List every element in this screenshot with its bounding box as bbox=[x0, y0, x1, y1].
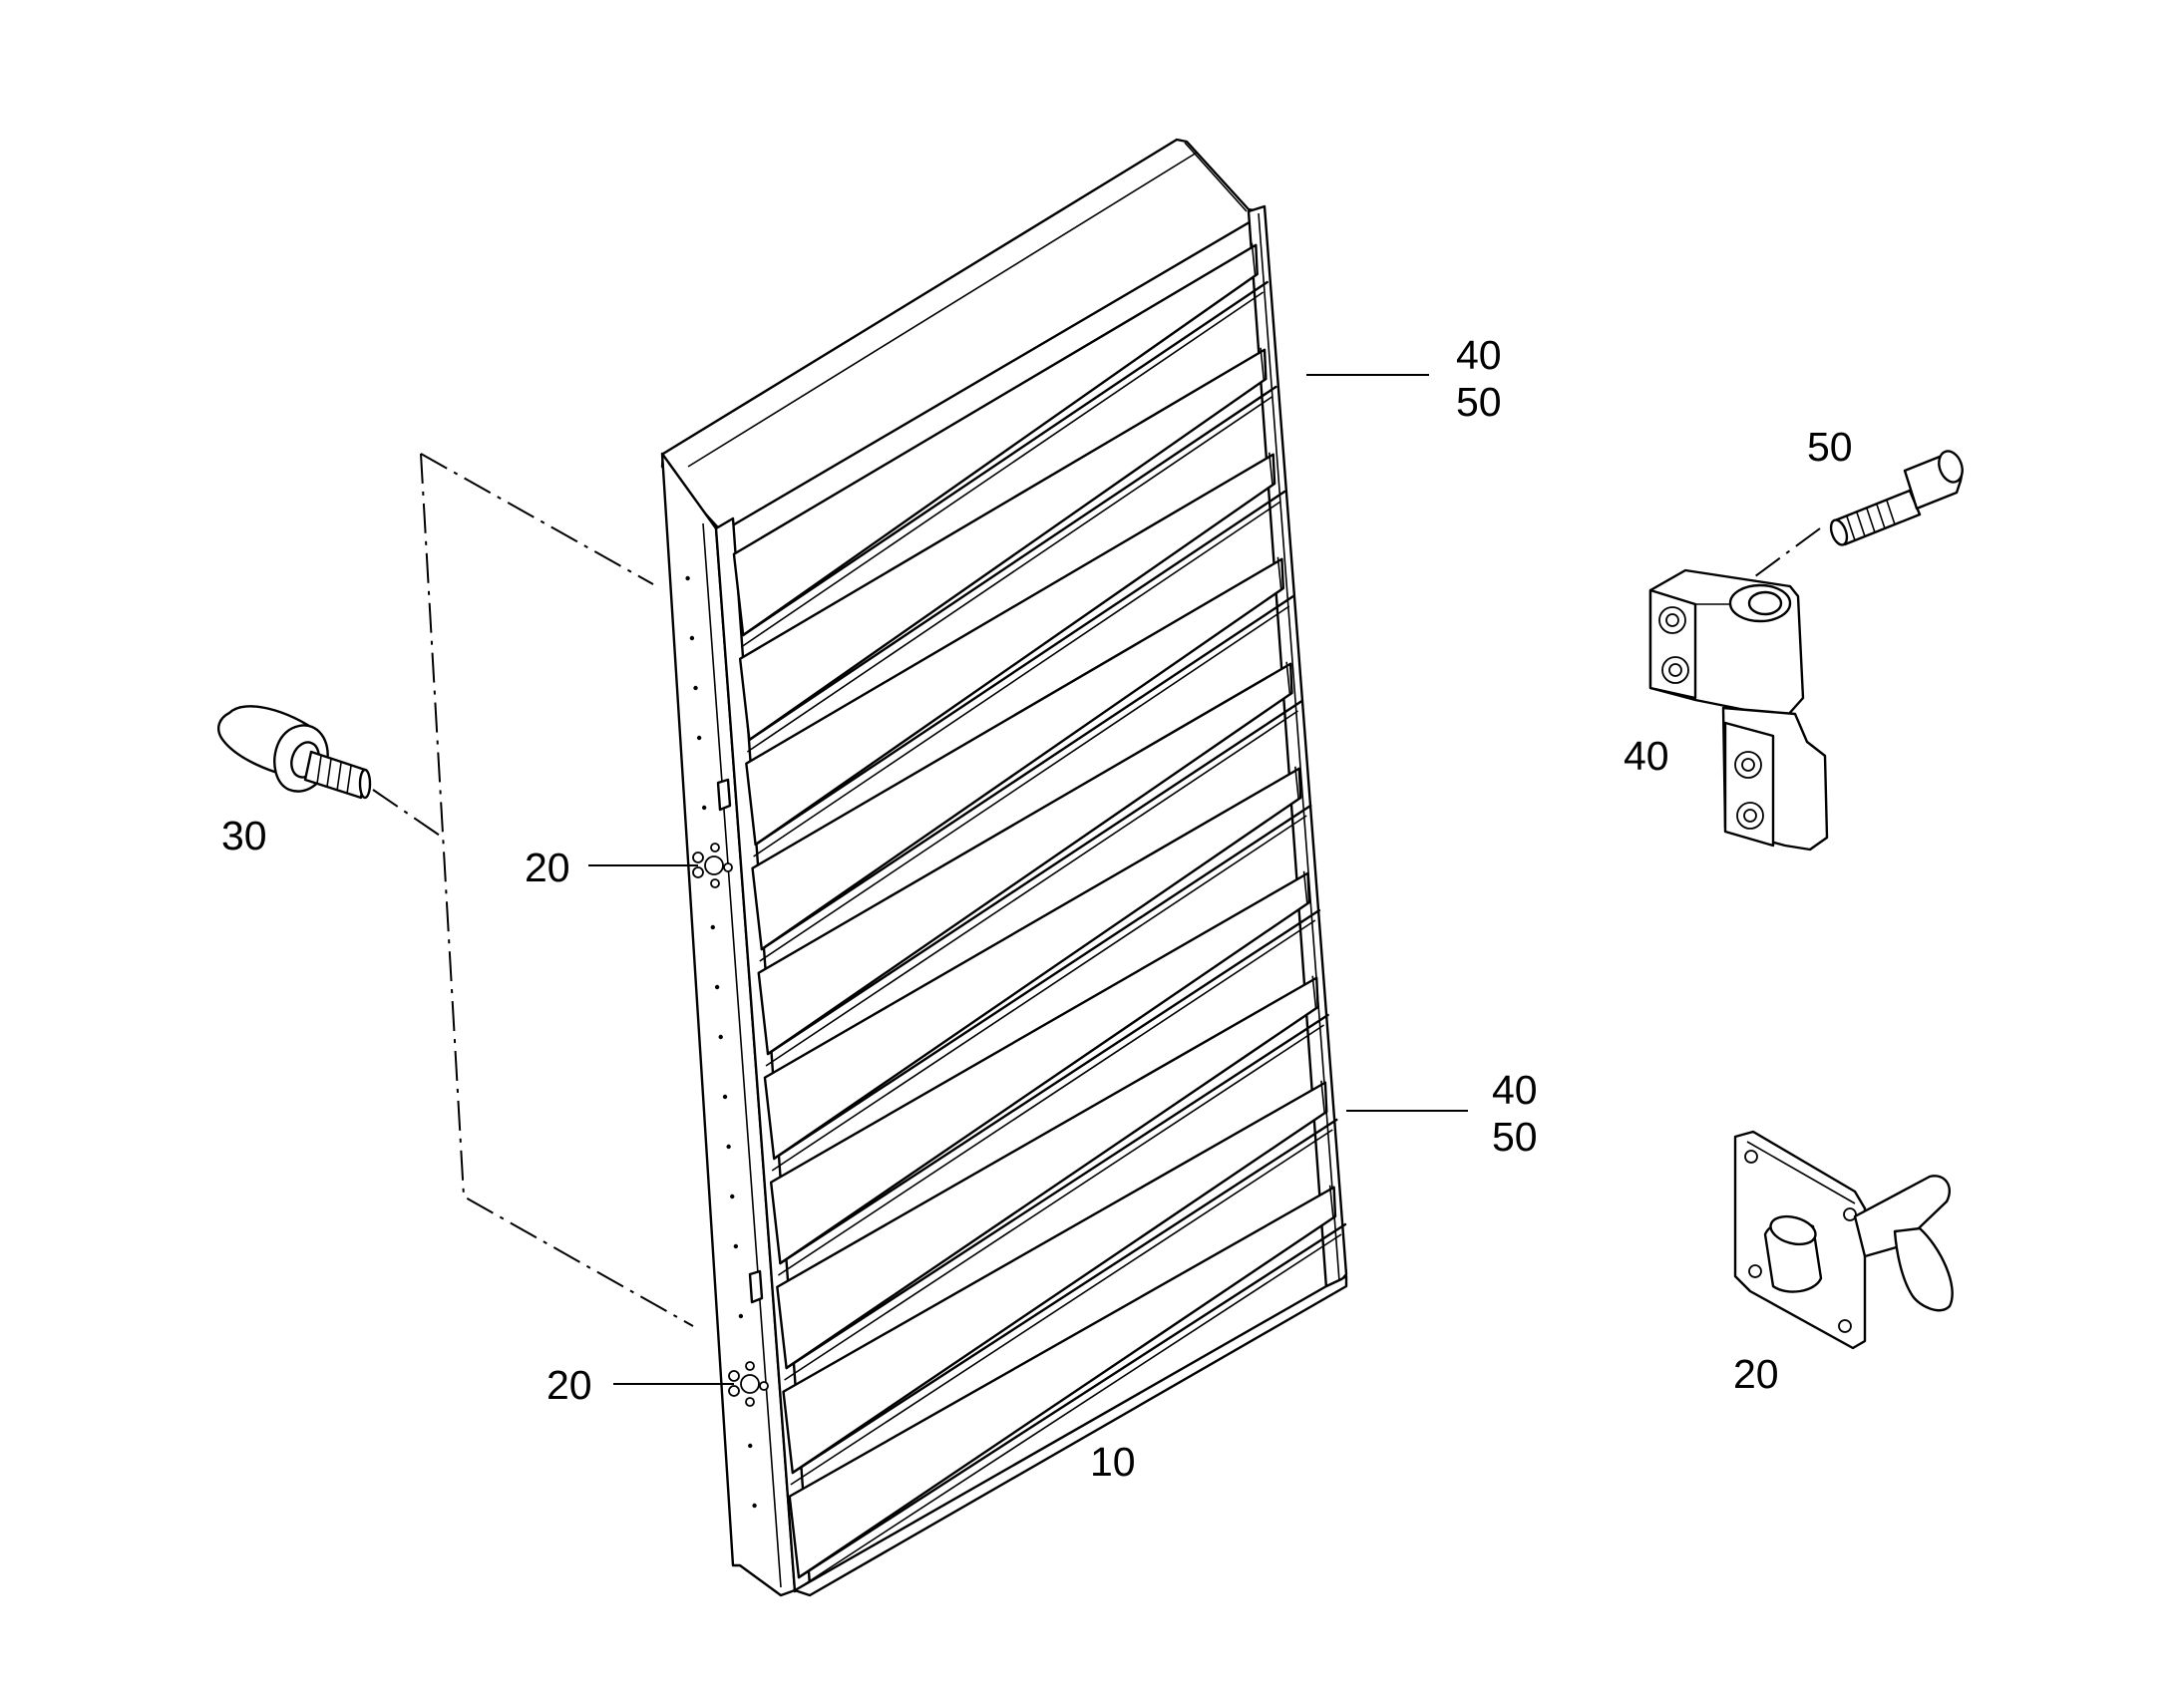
stile-hole bbox=[752, 1503, 757, 1509]
hinge-bolt bbox=[1829, 450, 1964, 546]
stile-hole bbox=[696, 735, 702, 741]
louver-blade-edge bbox=[779, 908, 1321, 1265]
callout-40-top: 40 bbox=[1456, 332, 1502, 378]
louver-blade-edge bbox=[773, 804, 1312, 1161]
louver-blade bbox=[732, 243, 1259, 637]
louver-blade-side bbox=[1320, 1080, 1326, 1115]
stile-hole bbox=[714, 984, 720, 990]
callout-20-latch: 20 bbox=[1733, 1351, 1779, 1397]
louver-blade-side bbox=[1268, 452, 1273, 487]
latch-holes-upper bbox=[692, 843, 733, 888]
louver-blade-underside bbox=[777, 919, 1316, 1276]
louver-blade-side bbox=[1260, 347, 1266, 382]
stile-hole bbox=[726, 1144, 731, 1150]
louver-blade-underside bbox=[740, 291, 1265, 648]
stile-hole bbox=[722, 1094, 728, 1100]
louver-blade-underside bbox=[753, 501, 1281, 857]
louver-blade-side bbox=[1285, 661, 1291, 696]
louver-blade-side bbox=[1276, 556, 1282, 591]
louver-blade-underside bbox=[796, 1233, 1342, 1590]
louver-blade-side bbox=[1311, 975, 1317, 1010]
stile-hole bbox=[701, 805, 707, 811]
louver-blade-underside bbox=[765, 710, 1298, 1067]
callout-50-bolt: 50 bbox=[1807, 424, 1853, 470]
stile-holes bbox=[685, 575, 757, 1509]
louver-blade bbox=[776, 976, 1319, 1370]
callout-40-hinge: 40 bbox=[1624, 733, 1669, 779]
louver-blade-underside bbox=[759, 605, 1290, 962]
latch-holes-lower bbox=[728, 1361, 769, 1407]
louver-blade-underside bbox=[771, 815, 1307, 1172]
stile-hole bbox=[730, 1194, 735, 1199]
stile-hole bbox=[748, 1443, 753, 1449]
stile-hole bbox=[718, 1034, 723, 1040]
stile-hole bbox=[693, 685, 698, 691]
louver-blade-edge bbox=[797, 1222, 1347, 1579]
leader-lines bbox=[588, 374, 1468, 1385]
hinge bbox=[1648, 568, 1829, 852]
callout-40-mid: 40 bbox=[1492, 1067, 1538, 1113]
louver-blade-side bbox=[1251, 242, 1257, 277]
louver-blade-underside bbox=[746, 396, 1272, 753]
push-rivet bbox=[217, 705, 372, 800]
spring-latch bbox=[1733, 1130, 1954, 1350]
stile-hole bbox=[738, 1313, 744, 1319]
stile-hole bbox=[689, 635, 695, 641]
louver-blade-side bbox=[1328, 1185, 1334, 1219]
callout-50-mid: 50 bbox=[1492, 1114, 1538, 1160]
louver-blade-underside bbox=[790, 1129, 1333, 1486]
louver-blades bbox=[732, 242, 1347, 1590]
louver-blade bbox=[745, 453, 1276, 847]
assembly-centerlines bbox=[372, 453, 1821, 1327]
louver-blade-edge bbox=[766, 699, 1303, 1056]
louver-blade-edge bbox=[785, 1013, 1329, 1370]
louver-blade bbox=[782, 1081, 1328, 1475]
louver-blade bbox=[769, 871, 1311, 1265]
louver-blade bbox=[738, 348, 1268, 742]
callout-50-top: 50 bbox=[1456, 379, 1502, 425]
callout-labels: 40 50 40 50 30 20 20 10 50 40 20 bbox=[221, 332, 1853, 1485]
stile-hole bbox=[685, 575, 690, 581]
louver-blade-side bbox=[1294, 766, 1299, 801]
louver-blade-underside bbox=[784, 1024, 1325, 1381]
stile-hole bbox=[710, 924, 715, 930]
louver-blade-side bbox=[1302, 870, 1308, 905]
callout-20-upper: 20 bbox=[525, 845, 570, 890]
louver-panel bbox=[660, 138, 1348, 1597]
louver-bottom-rail bbox=[793, 1274, 1348, 1597]
stile-hole bbox=[733, 1243, 739, 1249]
louver-blade-edge bbox=[791, 1118, 1338, 1475]
louver-blade bbox=[751, 557, 1284, 951]
louver-blade-edge bbox=[754, 490, 1286, 847]
callout-20-lower: 20 bbox=[546, 1362, 592, 1408]
callout-30: 30 bbox=[221, 813, 267, 858]
louver-blade-edge bbox=[748, 385, 1277, 742]
louver-blade bbox=[788, 1186, 1337, 1579]
louver-blade-edge bbox=[742, 280, 1269, 637]
louver-blade bbox=[763, 767, 1302, 1161]
callout-10: 10 bbox=[1090, 1439, 1136, 1485]
louver-blade bbox=[757, 662, 1293, 1056]
louver-blade-edge bbox=[760, 594, 1295, 951]
